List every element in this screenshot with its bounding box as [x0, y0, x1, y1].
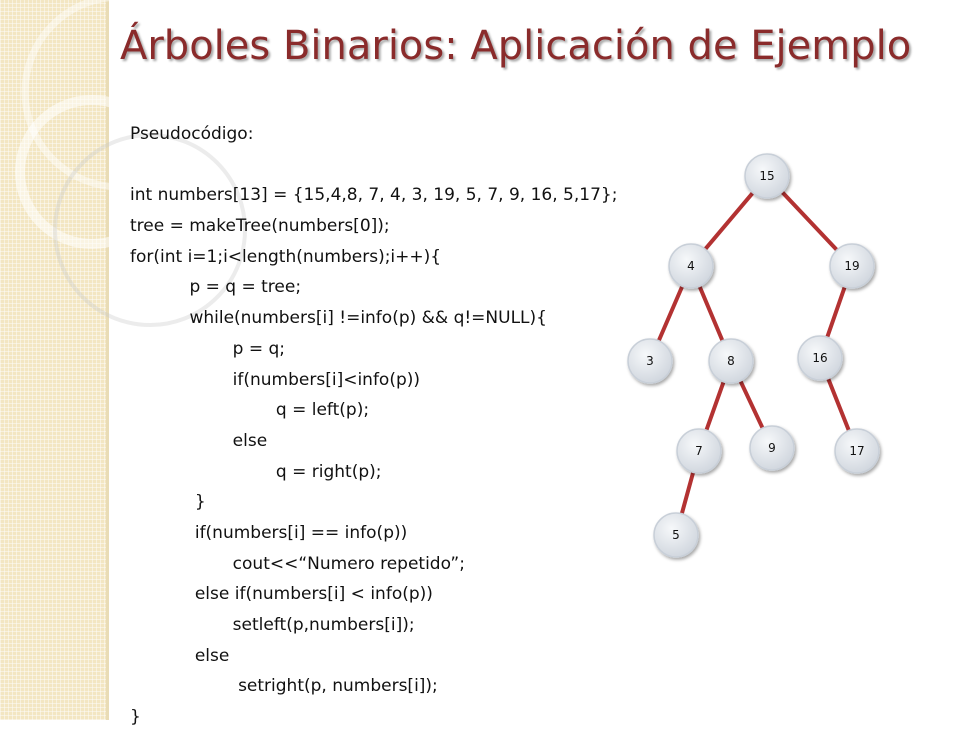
tree-node-label: 15: [759, 169, 774, 183]
tree-node-label: 7: [695, 444, 703, 458]
code-line: q = left(p);: [130, 400, 370, 421]
tree-node-circle: [708, 338, 754, 384]
tree-node-circle: [749, 425, 795, 471]
tree-node-circle: [797, 335, 843, 381]
code-line: if(numbers[i]<info(p)): [130, 369, 421, 390]
tree-node-label: 16: [812, 351, 827, 365]
code-line: else: [130, 645, 230, 666]
tree-node-circle: [744, 153, 790, 199]
code-line: tree = makeTree(numbers[0]);: [130, 216, 390, 237]
code-line: else: [130, 430, 268, 451]
tree-node: 19: [829, 243, 875, 289]
code-line: cout<<“Numero repetido”;: [130, 553, 465, 574]
tree-node: 7: [676, 428, 722, 474]
code-line: setright(p, numbers[i]);: [130, 676, 438, 697]
tree-node: 16: [797, 335, 843, 381]
tree-node: 3: [627, 338, 673, 384]
code-line: }: [130, 492, 206, 513]
code-line: p = q;: [130, 338, 286, 359]
code-line: q = right(p);: [130, 461, 382, 482]
tree-node-circle: [653, 512, 699, 558]
tree-node-label: 9: [768, 441, 776, 455]
tree-node-label: 19: [844, 259, 859, 273]
tree-nodes: 15 4 19 3 8 16 7 9 17 5: [627, 153, 880, 558]
code-line: if(numbers[i] == info(p)): [130, 522, 408, 543]
pseudocode-block: Pseudocódigo: int numbers[13] = {15,4,8, …: [130, 119, 617, 733]
band-edge-line: [106, 0, 109, 720]
slide-title: Árboles Binarios: Aplicación de Ejemplo: [120, 23, 912, 69]
tree-node: 5: [653, 512, 699, 558]
tree-node-label: 4: [687, 259, 695, 273]
tree-node-label: 3: [646, 354, 654, 368]
tree-node-circle: [829, 243, 875, 289]
tree-node-circle: [676, 428, 722, 474]
code-line: Pseudocódigo:: [130, 124, 254, 144]
tree-node-circle: [627, 338, 673, 384]
tree-node-circle: [834, 428, 880, 474]
tree-node: 15: [744, 153, 790, 199]
code-line: for(int i=1;i<length(numbers);i++){: [130, 246, 442, 267]
code-line: int numbers[13] = {15,4,8, 7, 4, 3, 19, …: [130, 185, 618, 206]
tree-node-label: 5: [672, 528, 680, 542]
code-line: while(numbers[i] !=info(p) && q!=NULL){: [130, 308, 547, 329]
code-line: p = q = tree;: [130, 277, 302, 298]
tree-node-label: 8: [727, 354, 735, 368]
tree-node: 8: [708, 338, 754, 384]
tree-node: 9: [749, 425, 795, 471]
tree-node-label: 17: [849, 444, 864, 458]
code-line: else if(numbers[i] < info(p)): [130, 584, 433, 605]
tree-node-circle: [668, 243, 714, 289]
code-line: }: [130, 707, 141, 728]
tree-node: 4: [668, 243, 714, 289]
code-line: setleft(p,numbers[i]);: [130, 615, 415, 635]
tree-node: 17: [834, 428, 880, 474]
